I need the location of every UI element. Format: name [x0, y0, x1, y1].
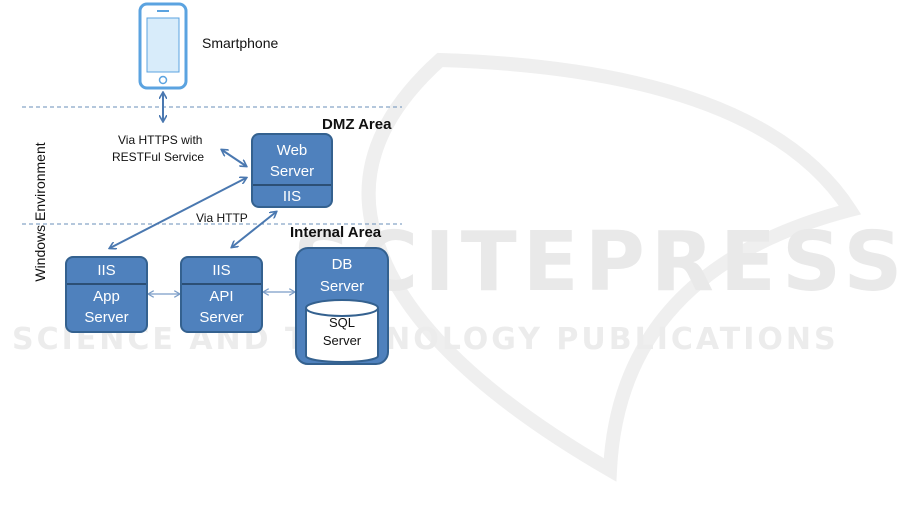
https-link-arrow [222, 150, 246, 166]
app-server-line1: App [67, 287, 146, 307]
web-server-line2: Server [253, 162, 331, 182]
internal-area-label: Internal Area [290, 224, 381, 241]
smartphone-label: Smartphone [202, 35, 278, 52]
sql-server-line1: SQL [329, 315, 355, 330]
via-https-label-line1: Via HTTPS with [118, 132, 202, 149]
dmz-area-label: DMZ Area [322, 116, 391, 133]
via-http-label: Via HTTP [196, 210, 248, 227]
windows-environment-label: Windows Environment [32, 142, 48, 281]
sql-server-line2: Server [323, 333, 362, 348]
app-server-iis: IIS [67, 261, 146, 281]
via-https-label-line2: RESTFul Service [112, 149, 204, 166]
db-server-line1: DB [332, 256, 353, 273]
api-server-iis: IIS [182, 261, 261, 281]
app-server-line2: Server [67, 308, 146, 328]
api-server-separator [182, 283, 261, 285]
db-server-line2: Server [320, 278, 364, 295]
app-server-node: IIS App Server [65, 256, 148, 333]
web-server-separator [253, 184, 331, 186]
web-server-node: Web Server IIS [251, 133, 333, 208]
web-server-line1: Web [253, 141, 331, 161]
api-server-line1: API [182, 287, 261, 307]
smartphone-icon [140, 4, 186, 88]
api-server-node: IIS API Server [180, 256, 263, 333]
app-server-separator [67, 283, 146, 285]
sql-cylinder-top [306, 300, 378, 316]
web-server-iis: IIS [253, 187, 331, 207]
api-server-line2: Server [182, 308, 261, 328]
